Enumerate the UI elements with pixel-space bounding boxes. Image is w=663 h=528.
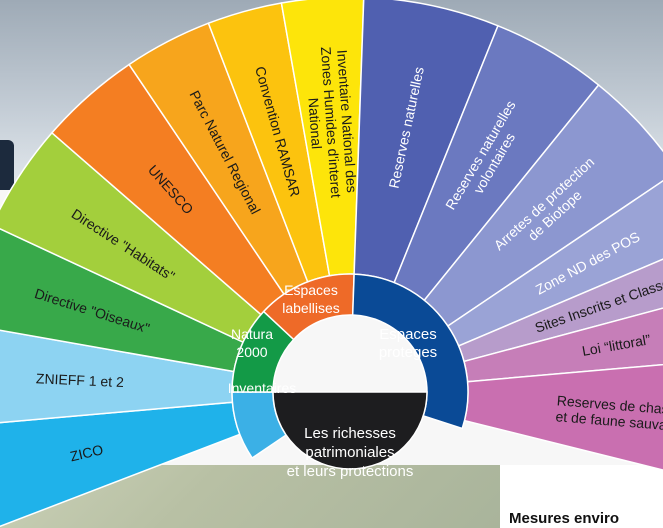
group-label-line: Espaces [379, 326, 437, 343]
segment-label-line: ZICO [68, 441, 104, 464]
group-segment [231, 310, 295, 393]
fan-segment [0, 401, 241, 528]
group-label-line: 2000 [236, 344, 267, 360]
background-dark-tab [0, 140, 14, 192]
segment-label: ZICO [68, 441, 104, 464]
center-label-line: patrimoniales [305, 444, 394, 461]
group-label: Natura 2000 [231, 326, 273, 360]
center-label-line: Les richesses [304, 425, 396, 442]
group-label-line: proteges [379, 344, 437, 361]
group-segment [351, 273, 469, 430]
center-label: Les richesses patrimoniales et leurs prote… [287, 425, 414, 480]
footer-panel [500, 465, 663, 528]
group-label-line: Inventaires [228, 380, 296, 396]
segment-label: ZNIEFF 1 et 2 [36, 370, 125, 390]
group-label-line: labellises [282, 300, 340, 316]
center-label-line: et leurs protections [287, 463, 414, 480]
group-label: Espaces labellises [282, 282, 340, 316]
center-core [272, 391, 428, 470]
segment-label-line: National [305, 97, 325, 149]
group-segment [262, 273, 355, 341]
group-label-line: Espaces [284, 282, 338, 298]
group-label-line: Natura [231, 326, 273, 342]
group-label: Inventaires [228, 380, 296, 396]
segment-label-line: ZNIEFF 1 et 2 [36, 370, 125, 390]
section-title: Mesures enviro [509, 510, 620, 527]
